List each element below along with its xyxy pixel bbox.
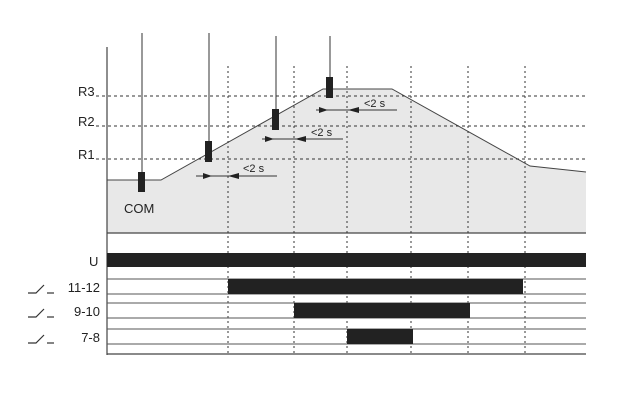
contact-switch-icon (28, 284, 45, 294)
row-11-12-label: 11-12 (68, 280, 100, 295)
contact-switch-icon (28, 334, 45, 344)
row-11-12-bar (228, 279, 523, 294)
probe-r2 (272, 36, 279, 130)
probe-com (138, 33, 145, 192)
label-r2: R2 (78, 114, 95, 129)
delay-arrow-r2 (262, 136, 343, 142)
contact-switch-icon (28, 308, 45, 318)
label-com: COM (124, 201, 154, 216)
row-7-8-bar (347, 329, 413, 344)
delay-label-r3: <2 s (364, 98, 386, 110)
label-r3: R3 (78, 84, 95, 99)
probe-r3 (326, 36, 333, 98)
label-r1: R1 (78, 147, 95, 162)
row-u-bar (107, 253, 586, 267)
row-9-10-label: 9-10 (74, 304, 100, 319)
row-9-10-bar (294, 303, 470, 318)
row-u-label: U (89, 254, 98, 269)
level-curve (107, 88, 587, 181)
row-7-8-label: 7-8 (81, 330, 100, 345)
delay-label-r1: <2 s (243, 163, 265, 175)
delay-arrow-r3 (316, 107, 397, 113)
delay-arrow-r1 (196, 173, 277, 179)
probe-r1 (205, 33, 212, 162)
delay-label-r2: <2 s (311, 127, 333, 139)
